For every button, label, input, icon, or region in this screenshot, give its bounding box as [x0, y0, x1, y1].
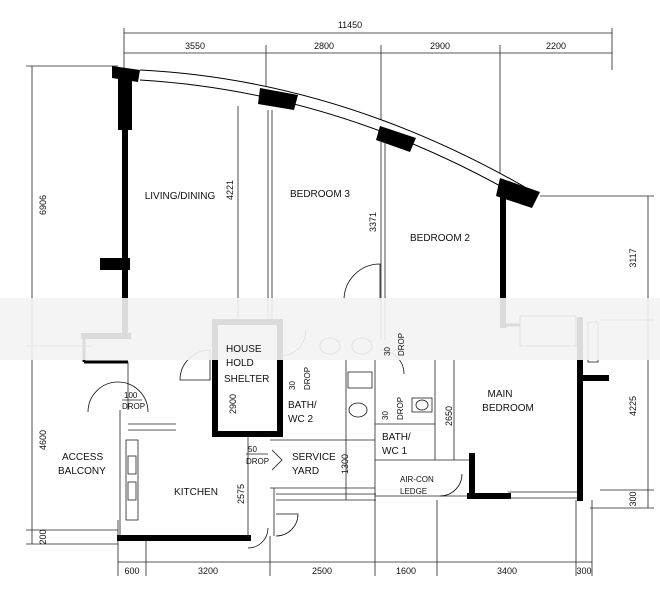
dim-left-3: 200 — [38, 529, 48, 544]
room-labels: LIVING/DINING BEDROOM 3 BEDROOM 2 MAIN B… — [58, 189, 534, 498]
dim-bottom-6: 300 — [576, 566, 591, 576]
label-aircon-2: LEDGE — [400, 487, 427, 496]
drop-30a-text: DROP — [303, 367, 312, 390]
drop-labels: 100 DROP 50 DROP 30 DROP 30 DROP 30 DROP — [122, 333, 406, 466]
dim-right-2: 4225 — [628, 396, 638, 416]
dim-2900: 2900 — [228, 394, 238, 414]
dim-3371: 3371 — [368, 212, 378, 232]
dim-4221: 4221 — [225, 180, 235, 200]
label-kitchen: KITCHEN — [174, 487, 218, 498]
drop-50-text: DROP — [246, 457, 269, 466]
label-access-1: ACCESS — [62, 452, 103, 463]
drop-30c-text: DROP — [397, 333, 406, 356]
dim-top-3: 2900 — [430, 41, 450, 51]
faded-band — [0, 298, 660, 360]
dim-left-2: 4600 — [38, 430, 48, 450]
label-living-dining: LIVING/DINING — [145, 191, 216, 202]
label-bath-wc2-2: WC 2 — [288, 414, 313, 425]
dim-left-1: 6906 — [38, 195, 48, 215]
label-bedroom-3: BEDROOM 3 — [290, 189, 350, 200]
label-aircon-1: AIR-CON — [400, 475, 434, 484]
drop-30a-value: 30 — [288, 381, 297, 390]
label-household-1: HOUSE — [226, 344, 262, 355]
dim-bottom-1: 600 — [124, 566, 139, 576]
dim-bottom-2: 3200 — [198, 566, 218, 576]
label-main-bedroom-2: BEDROOM — [482, 403, 534, 414]
dim-2650: 2650 — [444, 406, 454, 426]
dim-bottom-4: 1600 — [396, 566, 416, 576]
label-bath-wc1-2: WC 1 — [382, 446, 407, 457]
dim-overall-top: 11450 — [338, 20, 362, 30]
label-main-bedroom-1: MAIN — [488, 389, 513, 400]
dim-top-2: 2800 — [314, 41, 334, 51]
dim-bottom-5: 3400 — [497, 566, 517, 576]
drop-100-value: 100 — [124, 391, 138, 400]
label-service-2: YARD — [292, 466, 319, 477]
drop-30b-value: 30 — [381, 411, 390, 420]
label-bath-wc1-1: BATH/ — [382, 432, 411, 443]
label-bedroom-2: BEDROOM 2 — [410, 233, 470, 244]
drop-50-value: 50 — [248, 445, 257, 454]
curved-facade — [112, 66, 540, 208]
label-bath-wc2-1: BATH/ — [288, 400, 317, 411]
dim-top-4: 2200 — [546, 41, 566, 51]
top-dimensions: 11450 3550 2800 2900 2200 — [123, 20, 613, 185]
dim-top-1: 3550 — [185, 41, 205, 51]
label-household-2: HOLD — [226, 358, 254, 369]
dim-bottom-3: 2500 — [312, 566, 332, 576]
label-service-1: SERVICE — [292, 452, 336, 463]
drop-30b-text: DROP — [396, 397, 405, 420]
interior-dimensions: 4221 3371 2900 2575 1300 2650 — [225, 180, 454, 504]
drop-100-text: DROP — [122, 402, 145, 411]
dim-right-1: 3117 — [628, 248, 638, 267]
label-shelter: SHELTER — [224, 374, 269, 385]
bottom-dimensions: 600 3200 2500 1600 3400 300 — [117, 500, 593, 576]
dim-right-3: 300 — [628, 491, 638, 506]
drop-30c-value: 30 — [383, 347, 392, 356]
dim-2575: 2575 — [236, 484, 246, 504]
label-access-2: BALCONY — [58, 466, 106, 477]
dim-1300: 1300 — [340, 454, 350, 474]
